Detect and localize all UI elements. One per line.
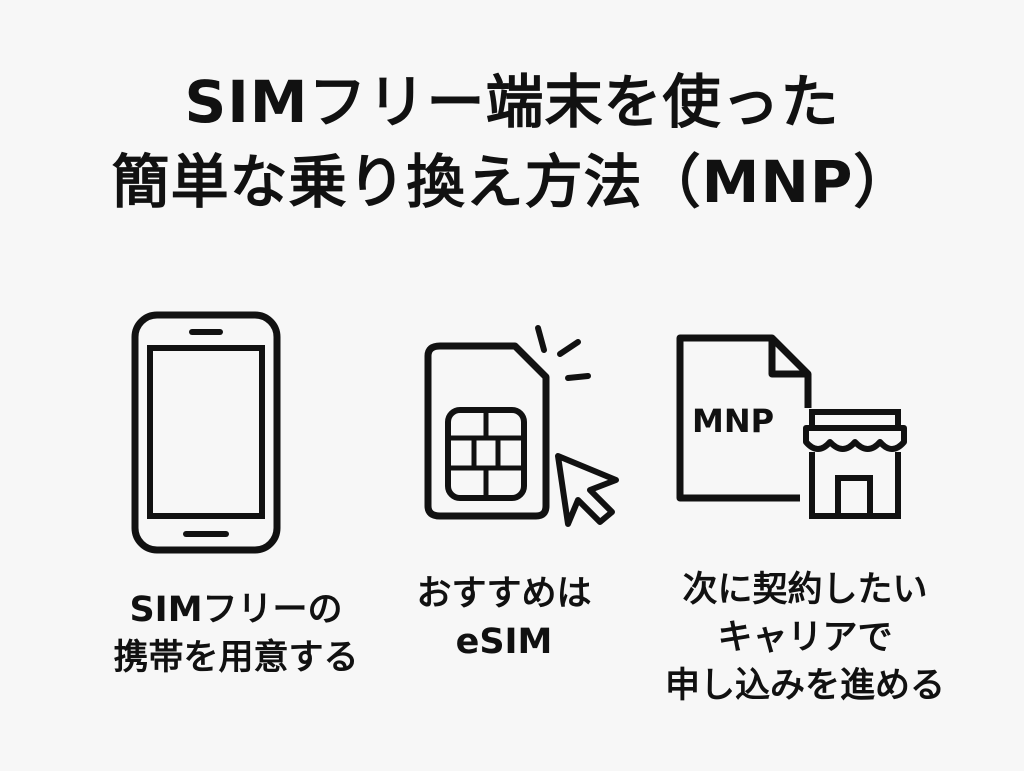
mnp-document-store-icon: MNP	[672, 330, 912, 525]
step-2-caption-line-2: eSIM	[455, 622, 553, 662]
step-3-caption-line-2: キャリアで	[717, 618, 893, 658]
step-1-caption-line-2: 携帯を用意する	[113, 638, 359, 678]
step-1-caption: SIMフリーの 携帯を用意する	[90, 586, 382, 682]
step-1-caption-line-1: SIMフリーの	[129, 590, 343, 630]
sim-card-icon	[420, 320, 630, 530]
step-3-caption: 次に契約したい キャリアで 申し込みを進める	[640, 566, 970, 710]
step-3-caption-line-3: 申し込みを進める	[664, 666, 945, 706]
step-3-caption-line-1: 次に契約したい	[682, 570, 928, 610]
smartphone-icon	[130, 310, 282, 555]
mnp-label: MNP	[692, 402, 774, 440]
step-2-caption: おすすめは eSIM	[394, 570, 614, 666]
step-2-caption-line-1: おすすめは	[416, 574, 592, 614]
title-line-2: 簡単な乗り換え方法（MNP）	[111, 148, 913, 216]
page-title: SIMフリー端末を使った 簡単な乗り換え方法（MNP）	[0, 62, 1024, 222]
title-line-1: SIMフリー端末を使った	[184, 68, 840, 136]
